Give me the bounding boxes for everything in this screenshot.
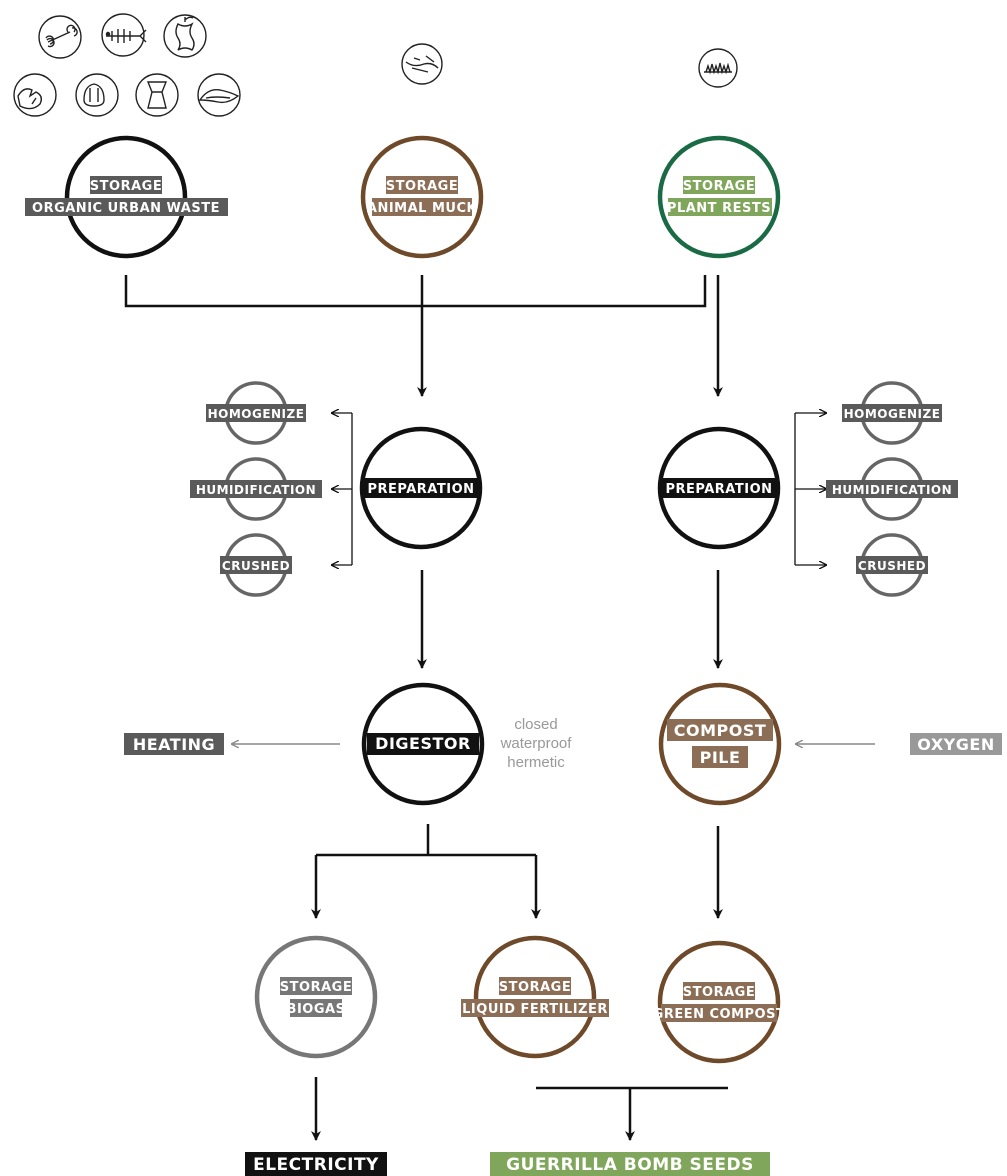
storage-urban-line1: STORAGE xyxy=(90,179,162,194)
eggshell-icon xyxy=(13,73,57,117)
apple-core-icon xyxy=(163,14,207,58)
manure-icon xyxy=(401,43,443,85)
storage-plant-line1: STORAGE xyxy=(683,179,755,194)
storage-compost-line1: STORAGE xyxy=(683,985,755,1000)
preparation-left-steps: HOMOGENIZE HUMIDIFICATION CRUSHED xyxy=(190,381,353,597)
preparation-right-steps: HOMOGENIZE HUMIDIFICATION CRUSHED xyxy=(794,381,958,597)
left-step-homogenize: HOMOGENIZE xyxy=(208,407,305,421)
bone-icon xyxy=(38,15,82,59)
right-step-crushed: CRUSHED xyxy=(858,559,926,573)
storage-liquid-line1: STORAGE xyxy=(499,980,571,995)
storage-animal-muck-node: STORAGE ANIMAL MUCK xyxy=(360,135,484,259)
peel-icon xyxy=(197,73,241,117)
guerrilla-bomb-seeds-label: GUERRILLA BOMB SEEDS xyxy=(490,1152,770,1176)
storage-liquid-line2: LIQUID FERTILIZER xyxy=(462,1002,608,1017)
compost-pile-node: COMPOST PILE xyxy=(658,682,782,806)
digestor-note-line3: hermetic xyxy=(507,754,565,771)
digestor-node: DIGESTOR xyxy=(361,682,485,806)
digestor-note: closed waterproof hermetic xyxy=(500,716,573,771)
storage-muck-line2: ANIMAL MUCK xyxy=(367,201,478,216)
digestor-note-line1: closed xyxy=(514,716,557,733)
plant-clippings-icon xyxy=(698,48,738,88)
digestor-label: DIGESTOR xyxy=(375,734,471,753)
preparation-left-node: PREPARATION xyxy=(359,426,483,550)
storage-plant-rests-node: STORAGE PLANT RESTS xyxy=(657,135,781,259)
digestor-note-line2: waterproof xyxy=(500,735,573,752)
right-step-homogenize: HOMOGENIZE xyxy=(844,407,941,421)
bread-icon xyxy=(75,73,119,117)
compost-pile-line1: COMPOST xyxy=(674,721,767,740)
preparation-right-node: PREPARATION xyxy=(657,426,781,550)
urban-waste-icons xyxy=(13,13,241,117)
storage-biogas-node: STORAGE BIOGAS xyxy=(254,935,378,1059)
coffee-grounds-icon xyxy=(135,73,179,117)
storage-plant-line2: PLANT RESTS xyxy=(667,201,771,216)
storage-green-compost-node: STORAGE GREEN COMPOST xyxy=(653,940,786,1064)
right-step-humidification: HUMIDIFICATION xyxy=(832,483,952,497)
fish-bones-icon xyxy=(101,13,147,57)
storage-muck-line1: STORAGE xyxy=(386,179,458,194)
preparation-right-label: PREPARATION xyxy=(665,482,772,497)
oxygen-label: OXYGEN xyxy=(910,733,1002,755)
storage-liquid-fertilizer-node: STORAGE LIQUID FERTILIZER xyxy=(461,935,609,1059)
storage-compost-line2: GREEN COMPOST xyxy=(653,1007,786,1022)
svg-text:GUERRILLA BOMB SEEDS: GUERRILLA BOMB SEEDS xyxy=(506,1155,754,1175)
svg-text:ELECTRICITY: ELECTRICITY xyxy=(253,1155,379,1175)
left-step-humidification: HUMIDIFICATION xyxy=(196,483,316,497)
storage-urban-waste-node: STORAGE ORGANIC URBAN WASTE xyxy=(25,135,228,259)
storage-biogas-line1: STORAGE xyxy=(280,980,352,995)
svg-text:OXYGEN: OXYGEN xyxy=(917,735,994,754)
preparation-left-label: PREPARATION xyxy=(367,482,474,497)
left-step-crushed: CRUSHED xyxy=(222,559,290,573)
svg-text:HEATING: HEATING xyxy=(133,735,215,754)
merge-connector xyxy=(536,1086,728,1141)
electricity-label: ELECTRICITY xyxy=(245,1152,387,1176)
storage-biogas-line2: BIOGAS xyxy=(287,1002,346,1017)
digestor-split-connector xyxy=(311,824,541,919)
source-connectors xyxy=(124,275,723,397)
compost-pile-line2: PILE xyxy=(700,748,741,767)
storage-urban-line2: ORGANIC URBAN WASTE xyxy=(32,201,220,216)
heating-label: HEATING xyxy=(124,733,224,755)
